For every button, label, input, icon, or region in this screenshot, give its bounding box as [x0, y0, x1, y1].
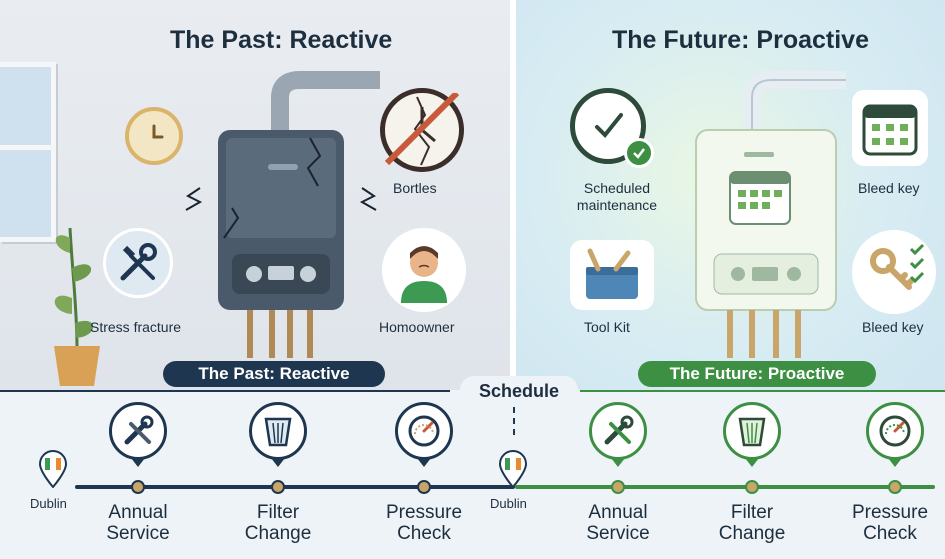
plant-illustration	[54, 227, 100, 386]
old-boiler	[185, 71, 380, 358]
new-boiler	[695, 71, 846, 358]
milestone-dot	[745, 480, 759, 494]
wrench-icon	[589, 402, 647, 467]
schedule-line-past	[0, 390, 450, 392]
timeline-track-future	[515, 485, 935, 489]
milestone-dot	[131, 480, 145, 494]
pin-label-left: Dublin	[30, 496, 67, 511]
bleed-key-bottom-label: Bleed key	[862, 319, 924, 335]
filter-icon	[249, 402, 307, 467]
milestone-label-filter-change: Filter Change	[244, 502, 312, 544]
timeline-divider-dash	[513, 407, 515, 435]
milestone-dot	[271, 480, 285, 494]
milestone-label-pressure-check: Pressure Check	[385, 502, 463, 544]
tools-icon	[103, 228, 173, 298]
schedule-label: Schedule	[460, 376, 578, 406]
toolbox-icon	[570, 240, 654, 310]
panel-divider	[510, 0, 516, 390]
wrench-icon	[109, 402, 167, 467]
check-badge-icon	[624, 138, 654, 168]
future-banner: The Future: Proactive	[638, 361, 876, 387]
pin-label-middle: Dublin	[490, 496, 527, 511]
broken-clock-icon	[380, 88, 464, 172]
bortles-label: Bortles	[393, 180, 437, 196]
past-panel: Bortles Stress fracture H	[0, 0, 510, 390]
location-pin-icon	[38, 450, 68, 488]
past-banner: The Past: Reactive	[163, 361, 385, 387]
milestone-label-annual-service-future: Annual Service	[586, 502, 650, 544]
future-title: The Future: Proactive	[612, 26, 869, 54]
stress-fracture-label: Stress fracture	[90, 319, 182, 335]
schedule-timeline: Dublin Dublin Annual Service Filter Chan…	[0, 392, 945, 559]
future-panel: Scheduled maintenance Tool Kit Bleed key	[516, 0, 945, 390]
milestone-label-pressure-check-future: Pressure Check	[851, 502, 929, 544]
milestone-dot	[611, 480, 625, 494]
filter-icon	[723, 402, 781, 467]
milestone-label-annual-service: Annual Service	[106, 502, 170, 544]
scheduled-maintenance-label: Scheduled maintenance	[576, 180, 658, 213]
gauge-icon	[395, 402, 453, 467]
clock-icon	[125, 107, 183, 165]
past-title: The Past: Reactive	[170, 26, 393, 54]
homeowner-label: Homoowner	[379, 319, 455, 335]
key-icon	[852, 230, 936, 314]
calendar-icon	[852, 90, 928, 166]
milestone-label-filter-change-future: Filter Change	[718, 502, 786, 544]
person-icon	[382, 228, 466, 312]
milestone-dot	[888, 480, 902, 494]
window	[0, 62, 56, 242]
gauge-icon	[866, 402, 924, 467]
timeline-track-past	[75, 485, 515, 489]
location-pin-icon	[498, 450, 528, 488]
schedule-line-future	[580, 390, 945, 392]
milestone-dot	[417, 480, 431, 494]
tool-kit-label: Tool Kit	[584, 319, 630, 335]
bleed-key-top-label: Bleed key	[858, 180, 920, 196]
